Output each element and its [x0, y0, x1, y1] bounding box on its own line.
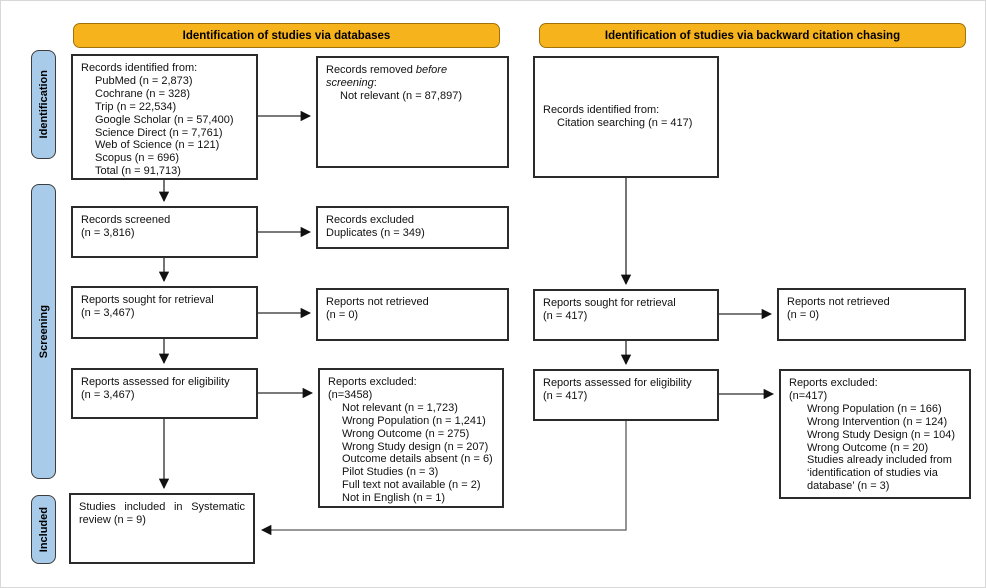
exclusion-reason-item: Wrong Population (n = 1,241)	[342, 414, 486, 427]
exclusion-reason-item: Not relevant (n = 1,723)	[342, 401, 458, 414]
db-source-item: Trip (n = 22,534)	[95, 100, 177, 113]
exclusion-reason-item: Wrong Outcome (n = 20)	[807, 441, 929, 454]
reports-assessed-label: Reports assessed for eligibility	[81, 376, 230, 388]
records-excluded-label: Records excluded	[326, 214, 415, 226]
box-records-excluded-duplicates: Records excluded Duplicates (n = 349)	[316, 206, 509, 249]
box-reports-assessed-citation: Reports assessed for eligibility (n = 41…	[533, 369, 719, 421]
citation-identified-title: Records identified from:	[543, 104, 660, 117]
reports-not-retrieved-citation-count: (n = 0)	[787, 308, 820, 321]
sidebar-included: Included	[31, 495, 56, 564]
db-source-item: PubMed (n = 2,873)	[95, 74, 193, 87]
box-reports-not-retrieved-citation: Reports not retrieved (n = 0)	[777, 288, 966, 341]
reports-excluded-citation-count: (n=417)	[789, 389, 828, 402]
box-records-identified-citation: Records identified from: Citation search…	[533, 56, 719, 178]
reports-assessed-count: (n = 3,467)	[81, 388, 135, 401]
reports-excluded-label: Reports excluded:	[328, 376, 417, 388]
exclusion-reason-item: Studies already included from ‘identific…	[807, 454, 952, 493]
reports-excluded-count: (n=3458)	[328, 388, 373, 401]
sidebar-screening-label: Screening	[37, 304, 50, 359]
records-removed-title: Records removed before screening:	[326, 64, 448, 89]
box-reports-sought-databases: Reports sought for retrieval (n = 3,467)	[71, 286, 258, 339]
box-reports-not-retrieved-databases: Reports not retrieved (n = 0)	[316, 288, 509, 341]
exclusion-reason-item: Wrong Intervention (n = 124)	[807, 415, 948, 428]
box-studies-included: Studies included in Systematic review (n…	[69, 493, 255, 564]
exclusion-reason-item: Not in English (n = 1)	[342, 492, 446, 505]
banner-citation-chasing-label: Identification of studies via backward c…	[604, 29, 901, 42]
reports-sought-citation-label: Reports sought for retrieval	[543, 297, 676, 309]
records-excluded-duplicates-count: Duplicates (n = 349)	[326, 226, 425, 239]
box-reports-sought-citation: Reports sought for retrieval (n = 417)	[533, 289, 719, 341]
banner-databases: Identification of studies via databases	[73, 23, 500, 48]
reports-sought-label: Reports sought for retrieval	[81, 294, 214, 306]
sidebar-identification: Identification	[31, 50, 56, 159]
exclusion-reason-item: Wrong Study design (n = 207)	[342, 440, 489, 453]
studies-included-text: Studies included in Systematic review (n…	[79, 501, 245, 526]
box-reports-excluded-citation: Reports excluded: (n=417) Wrong Populati…	[779, 369, 971, 499]
box-records-identified-databases: Records identified from: PubMed (n = 2,8…	[71, 54, 258, 180]
exclusion-reason-item: Wrong Outcome (n = 275)	[342, 427, 470, 440]
sidebar-included-label: Included	[37, 506, 50, 553]
exclusion-reason-item: Wrong Study Design (n = 104)	[807, 428, 956, 441]
sidebar-identification-label: Identification	[37, 70, 50, 139]
reports-assessed-citation-count: (n = 417)	[543, 389, 588, 402]
db-source-item: Total (n = 91,713)	[95, 165, 181, 178]
db-source-item: Science Direct (n = 7,761)	[95, 126, 223, 139]
reports-sought-count: (n = 3,467)	[81, 306, 135, 319]
sidebar-screening: Screening	[31, 184, 56, 479]
reports-not-retrieved-label: Reports not retrieved	[326, 296, 429, 308]
reports-sought-citation-count: (n = 417)	[543, 309, 588, 322]
exclusion-reason-item: Wrong Population (n = 166)	[807, 402, 942, 415]
box-records-screened: Records screened (n = 3,816)	[71, 206, 258, 258]
box-records-removed-before-screening: Records removed before screening: Not re…	[316, 56, 509, 168]
banner-citation-chasing: Identification of studies via backward c…	[539, 23, 966, 48]
db-source-item: Scopus (n = 696)	[95, 152, 180, 165]
banner-databases-label: Identification of studies via databases	[182, 29, 391, 42]
reports-not-retrieved-citation-label: Reports not retrieved	[787, 296, 890, 308]
records-screened-count: (n = 3,816)	[81, 226, 135, 239]
db-source-item: Web of Science (n = 121)	[95, 139, 220, 152]
box-reports-assessed-databases: Reports assessed for eligibility (n = 3,…	[71, 368, 258, 419]
box-reports-excluded-databases: Reports excluded: (n=3458) Not relevant …	[318, 368, 504, 508]
exclusion-reason-item: Outcome details absent (n = 6)	[342, 453, 493, 466]
records-identified-title: Records identified from:	[81, 62, 198, 74]
reports-not-retrieved-count: (n = 0)	[326, 308, 359, 321]
reports-assessed-citation-label: Reports assessed for eligibility	[543, 377, 692, 389]
exclusion-reason-item: Pilot Studies (n = 3)	[342, 466, 439, 479]
reports-excluded-citation-label: Reports excluded:	[789, 377, 878, 389]
citation-searching-count: Citation searching (n = 417)	[557, 117, 693, 129]
db-source-item: Cochrane (n = 328)	[95, 87, 191, 100]
records-screened-label: Records screened	[81, 214, 171, 226]
exclusion-reason-item: Full text not available (n = 2)	[342, 479, 481, 492]
records-removed-item: Not relevant (n = 87,897)	[340, 89, 462, 102]
db-source-item: Google Scholar (n = 57,400)	[95, 113, 234, 126]
